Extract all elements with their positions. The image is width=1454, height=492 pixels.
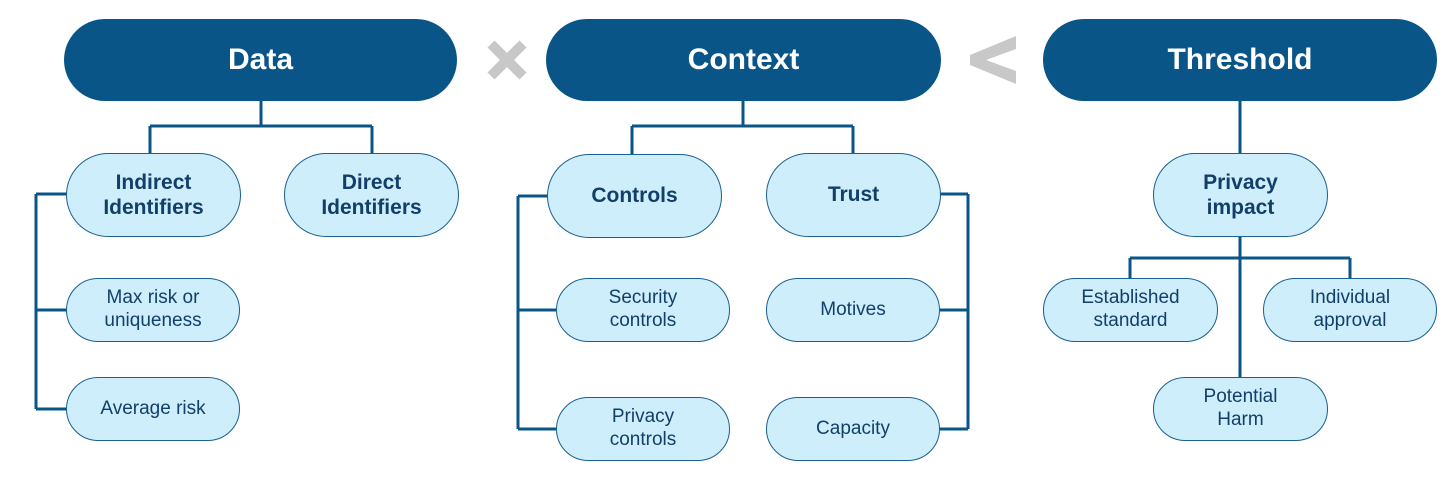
threshold-header: Threshold [1043, 19, 1437, 101]
privacy-impact-node: Privacy impact [1153, 153, 1328, 237]
privacy-controls-node: Privacy controls [556, 397, 730, 461]
max-risk-node: Max risk or uniqueness [66, 278, 240, 342]
trust-node: Trust [766, 153, 941, 237]
established-standard-node: Established standard [1043, 278, 1218, 342]
capacity-node: Capacity [766, 397, 940, 461]
individual-approval-node: Individual approval [1263, 278, 1437, 342]
direct-identifiers-node: Direct Identifiers [284, 153, 459, 237]
motives-node: Motives [766, 278, 940, 342]
indirect-identifiers-node: Indirect Identifiers [66, 153, 241, 237]
multiply-icon [487, 40, 527, 80]
average-risk-node: Average risk [66, 377, 240, 441]
less-than-icon [970, 36, 1016, 84]
data-header: Data [64, 19, 457, 101]
context-header: Context [546, 19, 941, 101]
controls-node: Controls [547, 154, 722, 238]
security-controls-node: Security controls [556, 278, 730, 342]
potential-harm-node: Potential Harm [1153, 377, 1328, 441]
